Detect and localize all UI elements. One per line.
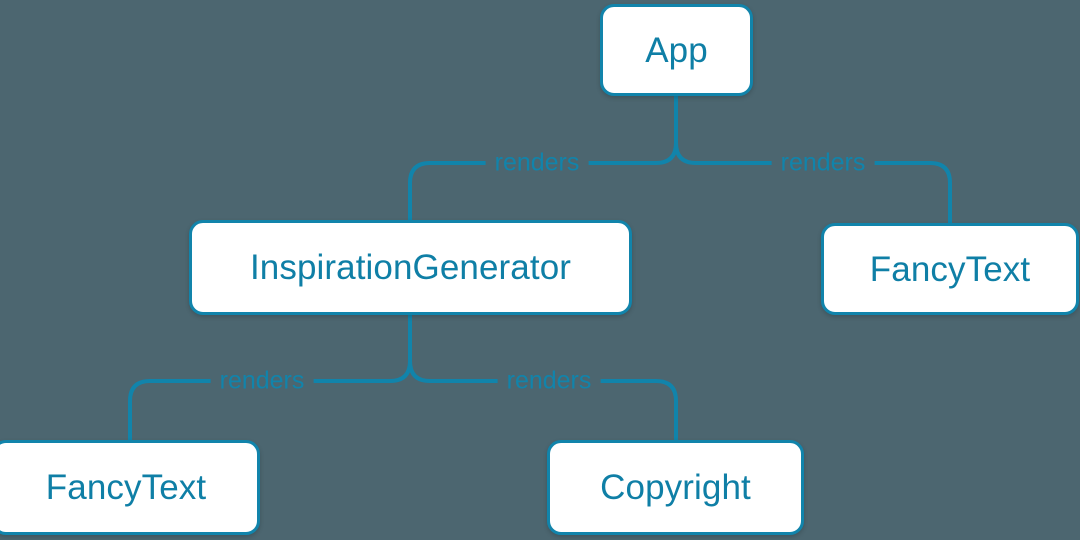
edge-label-inspiration-to-copyright: renders bbox=[497, 368, 601, 394]
edge-label-app-to-fancytext-right: renders bbox=[771, 150, 875, 176]
node-fancytext-right[interactable]: FancyText bbox=[821, 223, 1079, 315]
node-app-label: App bbox=[645, 30, 708, 70]
edge-app-to-inspiration bbox=[408, 141, 678, 222]
edge-label-inspiration-to-fancytext-left: renders bbox=[210, 368, 314, 394]
node-copyright-label: Copyright bbox=[600, 468, 751, 507]
node-fancytext-left-label: FancyText bbox=[45, 468, 207, 507]
edge-label-app-to-inspiration: renders bbox=[485, 150, 589, 176]
node-inspiration-generator-label: InspirationGenerator bbox=[249, 248, 572, 287]
node-app[interactable]: App bbox=[600, 4, 753, 96]
node-fancytext-right-label: FancyText bbox=[869, 249, 1031, 289]
node-copyright[interactable]: Copyright bbox=[547, 440, 804, 535]
node-inspiration-generator[interactable]: InspirationGenerator bbox=[189, 220, 632, 315]
node-fancytext-left[interactable]: FancyText bbox=[0, 440, 260, 535]
edge-inspiration-to-copyright bbox=[408, 359, 678, 442]
edge-app-to-fancytext-right bbox=[674, 141, 952, 225]
edge-inspiration-to-fancytext-left bbox=[128, 359, 412, 442]
